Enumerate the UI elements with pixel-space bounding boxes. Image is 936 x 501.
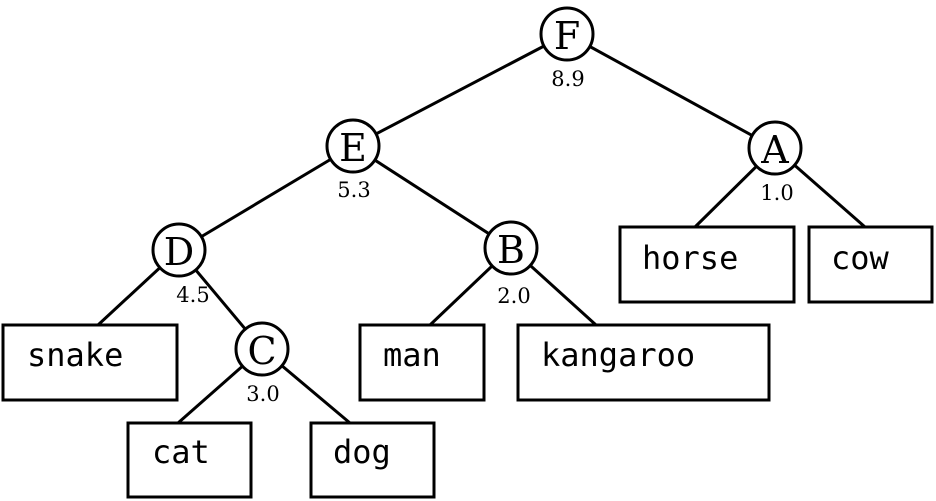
node-D-value: 4.5	[176, 283, 209, 307]
leaf-man: man	[358, 323, 486, 402]
node-F: F 8.9	[539, 6, 595, 91]
leaf-kangaroo-label: kangaroo	[541, 336, 695, 374]
node-E: E 5.3	[325, 118, 381, 202]
leaf-horse: horse	[618, 225, 796, 304]
leaf-man-label: man	[383, 336, 441, 374]
leaf-cow: cow	[807, 225, 934, 304]
leaf-cat-label: cat	[152, 433, 210, 471]
node-E-value: 5.3	[337, 178, 370, 202]
node-B: B 2.0	[483, 220, 539, 308]
edge-E-B	[352, 144, 512, 250]
node-E-letter: E	[339, 126, 367, 170]
node-F-value: 8.9	[551, 67, 584, 91]
leaf-horse-label: horse	[642, 239, 738, 277]
node-A: A 1.0	[747, 120, 803, 205]
node-C-letter: C	[247, 329, 276, 373]
leaf-dog-label: dog	[333, 433, 391, 471]
node-D: D 4.5	[151, 222, 210, 307]
edge-E-D	[178, 144, 354, 252]
node-A-letter: A	[760, 128, 789, 172]
node-B-letter: B	[497, 228, 525, 272]
node-F-letter: F	[554, 14, 580, 58]
leaf-snake: snake	[1, 323, 179, 402]
edge-F-A	[566, 32, 776, 150]
node-B-value: 2.0	[497, 284, 530, 308]
leaf-dog: dog	[309, 421, 436, 499]
leaf-snake-label: snake	[27, 336, 123, 374]
node-D-letter: D	[164, 230, 194, 274]
leaf-cow-label: cow	[831, 239, 890, 277]
leaf-cat: cat	[126, 421, 253, 499]
node-C: C 3.0	[234, 321, 290, 406]
edge-F-E	[352, 32, 568, 148]
leaf-kangaroo: kangaroo	[516, 323, 771, 402]
node-A-value: 1.0	[760, 181, 793, 205]
node-C-value: 3.0	[246, 382, 279, 406]
